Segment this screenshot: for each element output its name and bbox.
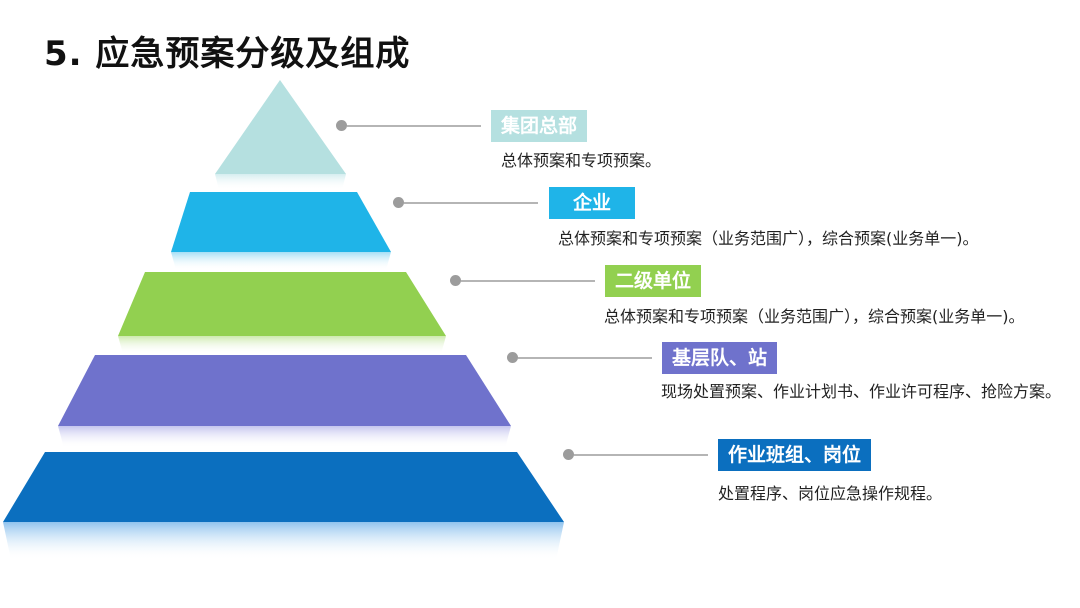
- tier-3-reflection: [118, 336, 446, 354]
- connector-dot: [393, 197, 404, 208]
- tier-4-reflection: [58, 426, 511, 448]
- tier-1-reflection: [215, 174, 346, 190]
- connector-dot: [507, 352, 518, 363]
- pyramid-tier-2: [171, 192, 391, 252]
- connector-line: [461, 280, 595, 282]
- tier-2-reflection: [171, 252, 391, 270]
- level-description: 总体预案和专项预案。: [501, 151, 662, 170]
- connector-dot: [336, 120, 347, 131]
- connector-dot: [563, 449, 574, 460]
- level-description: 总体预案和专项预案（业务范围广），综合预案(业务单一)。: [604, 307, 1025, 326]
- level-badge-secondary-unit: 二级单位: [605, 265, 702, 297]
- pyramid-tier-1: [215, 80, 346, 174]
- page-title: 5. 应急预案分级及组成: [44, 34, 411, 74]
- level-description: 总体预案和专项预案（业务范围广），综合预案(业务单一)。: [558, 229, 979, 248]
- connector-line: [347, 125, 481, 127]
- level-badge-enterprise: 企业: [549, 187, 636, 219]
- level-badge-group-hq: 集团总部: [491, 110, 588, 142]
- pyramid-tier-5: [3, 452, 564, 522]
- tier-5-reflection: [3, 522, 564, 560]
- level-description: 现场处置预案、作业计划书、作业许可程序、抢险方案。: [661, 382, 1062, 401]
- connector-line: [518, 357, 652, 359]
- connector-line: [404, 202, 538, 204]
- level-description: 处置程序、岗位应急操作规程。: [718, 484, 943, 503]
- pyramid-tier-4: [58, 355, 511, 426]
- level-badge-work-team: 作业班组、岗位: [718, 439, 872, 471]
- level-badge-grassroots-team: 基层队、站: [662, 342, 778, 374]
- connector-dot: [450, 275, 461, 286]
- connector-line: [574, 454, 708, 456]
- pyramid-tier-3: [118, 272, 446, 336]
